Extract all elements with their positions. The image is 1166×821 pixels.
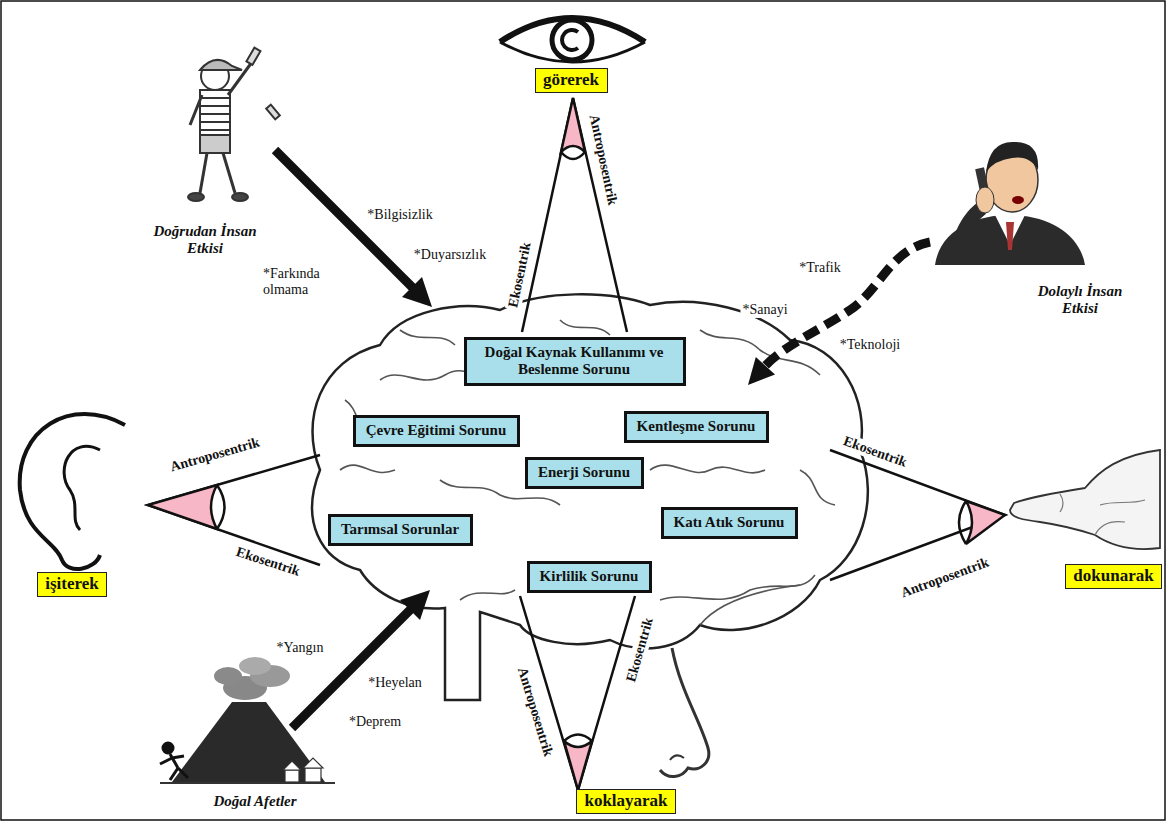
orientation-label: Ekosentrik	[232, 544, 304, 581]
influence-arrows	[275, 150, 930, 728]
sense-box: koklayarak	[576, 789, 676, 814]
box-text: koklayarak	[583, 791, 669, 811]
factor-item: *Teknoloji	[838, 337, 902, 353]
sense-box: görerek	[535, 68, 608, 93]
box-text: Kirlilik Sorunu	[539, 568, 640, 585]
hand-figure	[1010, 450, 1160, 549]
sense-box: işiterek	[37, 572, 107, 597]
factor-group-label: Doğal Afetler	[211, 793, 298, 810]
problem-box: Enerji Sorunu	[525, 457, 644, 489]
box-text: Çevre Eğitimi Sorunu	[365, 422, 508, 439]
problem-box: Doğal Kaynak Kullanımı ve Beslenme Sorun…	[464, 337, 686, 386]
box-text: işiterek	[44, 574, 100, 594]
box-text: Kentleşme Sorunu	[636, 418, 757, 435]
box-text: görerek	[542, 70, 601, 90]
factor-group-label: Doğrudan İnsan Etkisi	[141, 223, 270, 258]
problem-box: Kirlilik Sorunu	[527, 561, 652, 593]
brain-figure	[312, 294, 868, 700]
factor-group-label: Dolaylı İnsan Etkisi	[1021, 283, 1140, 318]
problem-box: Tarımsal Sorunlar	[328, 514, 473, 546]
eye-figure	[500, 18, 645, 62]
orientation-label: Ekosentrik	[623, 614, 658, 686]
factor-item: *Sanayi	[740, 302, 789, 318]
orientation-label: Ekosentrik	[839, 432, 910, 471]
ear-figure	[20, 414, 125, 569]
factor-item: *Yangın	[275, 640, 326, 656]
orientation-label: Antroposentrik	[585, 111, 621, 209]
orientation-label: Antroposentrik	[166, 434, 263, 476]
problem-box: Kentleşme Sorunu	[624, 411, 769, 443]
boy-figure	[188, 48, 280, 201]
factor-item: *Duyarsızlık	[412, 247, 488, 263]
sense-box: dokunarak	[1065, 564, 1162, 589]
box-text: Katı Atık Sorunu	[673, 514, 786, 531]
factor-item: *Deprem	[347, 714, 403, 730]
nose-figure	[660, 648, 709, 777]
problem-box: Çevre Eğitimi Sorunu	[353, 415, 520, 447]
orientation-label: Antroposentrik	[897, 554, 993, 602]
box-text: dokunarak	[1072, 566, 1155, 586]
orientation-label: Ekosentrik	[505, 239, 535, 311]
factor-item: *Trafik	[797, 260, 843, 276]
orientation-label: Antroposentrik	[513, 664, 557, 761]
box-text: Enerji Sorunu	[537, 464, 632, 481]
box-text: Doğal Kaynak Kullanımı ve Beslenme Sorun…	[476, 344, 672, 379]
factor-item: *Bilgisizlik	[365, 207, 434, 223]
factor-item: *Heyelan	[366, 675, 424, 691]
businessman-figure	[935, 142, 1085, 265]
factor-item: *Farkında olmama	[261, 266, 339, 298]
sense-cones	[148, 98, 1005, 790]
box-text: Tarımsal Sorunlar	[340, 521, 461, 538]
problem-box: Katı Atık Sorunu	[661, 507, 798, 539]
volcano-figure	[160, 657, 335, 783]
